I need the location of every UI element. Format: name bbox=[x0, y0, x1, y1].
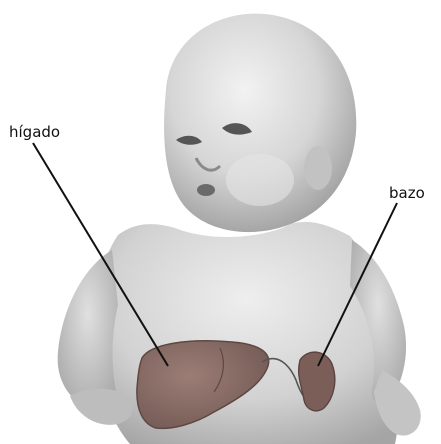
liver-label: hígado bbox=[9, 125, 60, 140]
spleen-label: bazo bbox=[389, 186, 425, 201]
left-arm bbox=[58, 250, 118, 410]
left-hand bbox=[70, 389, 133, 425]
cheek bbox=[226, 154, 294, 206]
mouth bbox=[197, 184, 215, 196]
spleen bbox=[299, 352, 335, 411]
ear bbox=[304, 146, 332, 190]
